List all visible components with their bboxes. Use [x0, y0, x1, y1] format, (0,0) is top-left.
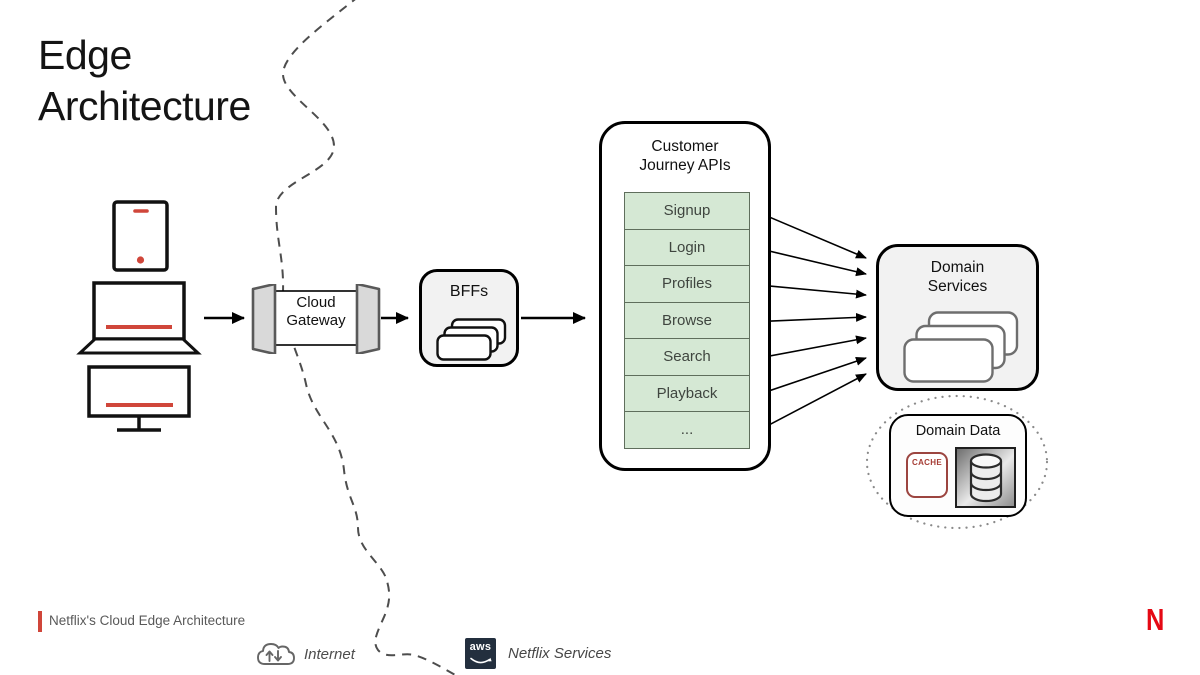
api-cell-browse: Browse: [624, 301, 750, 340]
footer-caption: Netflix's Cloud Edge Architecture: [49, 613, 246, 628]
stacked-cards-icon: [903, 311, 1019, 383]
bffs-node: BFFs: [419, 269, 519, 367]
bffs-label: BFFs: [449, 283, 489, 300]
footer-accent-bar: [38, 611, 42, 632]
cache-box: CACHE: [906, 452, 948, 498]
netflix-services-label: Netflix Services: [508, 645, 612, 662]
aws-logo-text: aws: [469, 641, 492, 653]
aws-logo-icon: aws: [465, 638, 496, 669]
domain-data-node: Domain Data CACHE: [889, 414, 1027, 517]
api-cell-profiles: Profiles: [624, 265, 750, 303]
api-cell-signup: Signup: [624, 192, 750, 230]
api-cell-list: Signup Login Profiles Browse Search Play…: [624, 192, 750, 449]
tablet-icon: [110, 198, 170, 281]
cloud-gateway-label: Cloud Gateway: [286, 294, 346, 329]
database-icon: [955, 447, 1016, 508]
netflix-logo: N: [1146, 602, 1165, 637]
api-cell-search: Search: [624, 338, 750, 376]
page-title-line2: Architecture: [38, 83, 251, 129]
page-title-line1: Edge: [38, 32, 132, 78]
api-cell-login: Login: [624, 228, 750, 267]
domain-data-title: Domain Data: [915, 423, 1001, 439]
page-title: Edge Architecture: [38, 30, 251, 132]
customer-journey-apis-node: Customer Journey APIs Signup Login Profi…: [599, 121, 771, 471]
stacked-cards-icon: [436, 318, 507, 361]
cache-label: CACHE: [912, 458, 942, 467]
api-cell-more: ...: [624, 411, 750, 449]
netflix-services-legend: aws Netflix Services: [465, 638, 611, 669]
laptop-icon: [76, 279, 206, 362]
domain-services-label: Domain Services: [927, 259, 988, 295]
domain-data-dotted-ellipse: [865, 394, 1049, 530]
internet-cloud-icon: [257, 643, 295, 665]
cloud-gateway-node: Cloud Gateway: [251, 282, 381, 356]
customer-journey-apis-title: Customer Journey APIs: [639, 138, 731, 174]
gateway-pipe-icon: [251, 282, 381, 356]
internet-legend: Internet: [255, 639, 355, 669]
domain-services-node: Domain Services: [876, 244, 1039, 391]
api-cell-playback: Playback: [624, 374, 750, 413]
internet-label: Internet: [304, 645, 355, 663]
monitor-icon: [85, 363, 193, 442]
